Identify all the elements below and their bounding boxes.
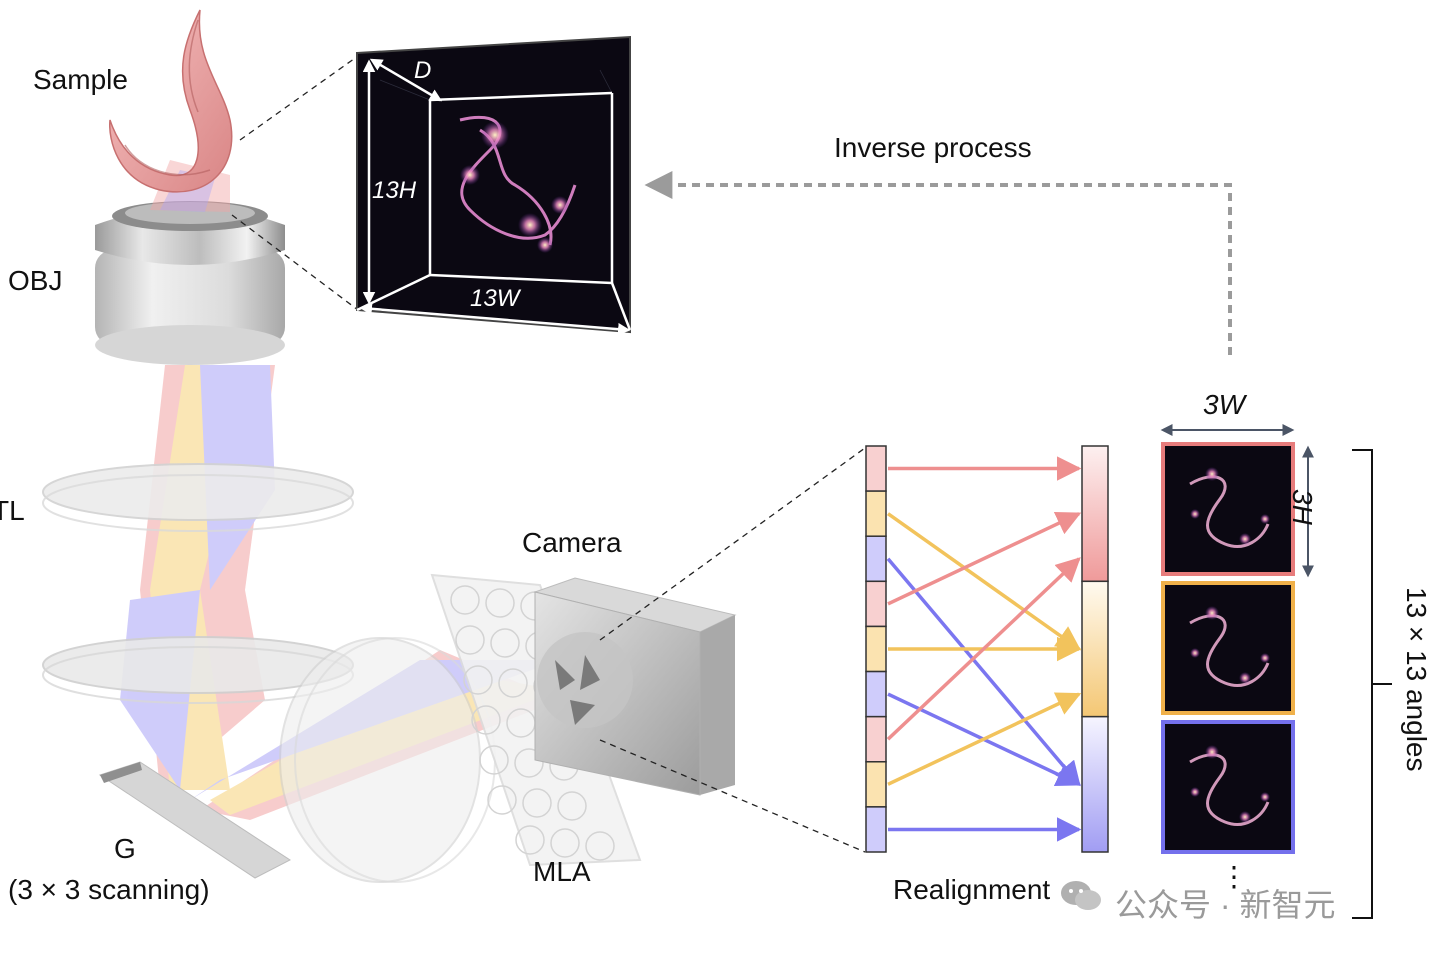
realignment-arrow: [886, 557, 1081, 787]
sensor-pixel-cell: [865, 761, 887, 808]
obj-label: OBJ: [8, 265, 63, 296]
camera: [533, 577, 737, 796]
angle-view-image: [1161, 442, 1295, 576]
wechat-icon: [1060, 878, 1102, 914]
view-structure: [1189, 475, 1270, 548]
watermark-text: 公众号 · 新智元: [1115, 887, 1336, 923]
tl-label: TL: [0, 495, 25, 526]
sensor-pixel-cell: [865, 625, 887, 673]
view-glow-spot: [1260, 514, 1270, 524]
realigned-view-block: [1081, 580, 1109, 718]
inverse-process-arrow: [644, 171, 1232, 355]
realigned-view-block: [1081, 715, 1109, 853]
angles-bracket: [1352, 449, 1392, 919]
sensor-pixel-cell: [865, 445, 887, 492]
angles-label: 13 × 13 angles: [1401, 587, 1432, 772]
view-glow-spot: [1205, 745, 1219, 759]
view-glow-spot: [1239, 811, 1251, 823]
volume-depth-label: D: [414, 57, 431, 84]
realignment-arrow: [887, 512, 1082, 606]
volume-width-label: 13W: [470, 285, 522, 312]
view-width-label: 3W: [1203, 389, 1245, 420]
sensor-pixel-cell: [865, 806, 887, 853]
view-glow-spot: [1260, 653, 1270, 663]
realignment-arrow: [887, 692, 1082, 786]
inverse-process-label: Inverse process: [834, 132, 1032, 163]
view-glow-spot: [1190, 787, 1200, 797]
volume-render: D 13H 13W: [356, 35, 632, 336]
galvo-mirror: [98, 761, 291, 879]
zoom-lines-sensor: [599, 447, 866, 853]
sample-worm: [109, 9, 233, 193]
sensor-pixel-cell: [865, 715, 887, 763]
volume-height-label: 13H: [372, 177, 417, 204]
angle-views: [1161, 442, 1295, 854]
angle-view-image: [1161, 720, 1295, 854]
view-glow-spot: [1239, 672, 1251, 684]
sample-label: Sample: [33, 64, 128, 95]
more-views-ellipsis: ⋮: [1220, 861, 1248, 892]
view-glow-spot: [1190, 509, 1200, 519]
view-glow-spot: [1205, 467, 1219, 481]
view-height-label: 3H: [1287, 489, 1318, 525]
angle-view-image: [1161, 581, 1295, 715]
view-glow-spot: [1260, 792, 1270, 802]
sensor-pixel-cell: [865, 490, 887, 537]
view-glow-spot: [1190, 648, 1200, 658]
realigned-view-block: [1081, 445, 1109, 583]
view-structure: [1189, 753, 1270, 826]
view-glow-spot: [1205, 606, 1219, 620]
sensor-pixel-cell: [865, 580, 887, 628]
view-structure: [1189, 614, 1270, 687]
realignment-label: Realignment: [893, 874, 1051, 905]
camera-label: Camera: [522, 527, 622, 558]
g-sub-label: (3 × 3 scanning): [8, 874, 210, 905]
mla-label: MLA: [533, 856, 591, 887]
relay-lens: [279, 637, 496, 883]
g-label: G: [114, 833, 136, 864]
realignment-arrow: [886, 512, 1081, 651]
zoom-lines-volume: [231, 55, 359, 311]
realignment-diagram: [865, 445, 1109, 853]
realignment-arrow: [886, 557, 1081, 741]
view-glow-spot: [1239, 533, 1251, 545]
sensor-pixel-cell: [865, 535, 887, 583]
sensor-pixel-cell: [865, 670, 887, 718]
tube-lens: [42, 463, 354, 532]
